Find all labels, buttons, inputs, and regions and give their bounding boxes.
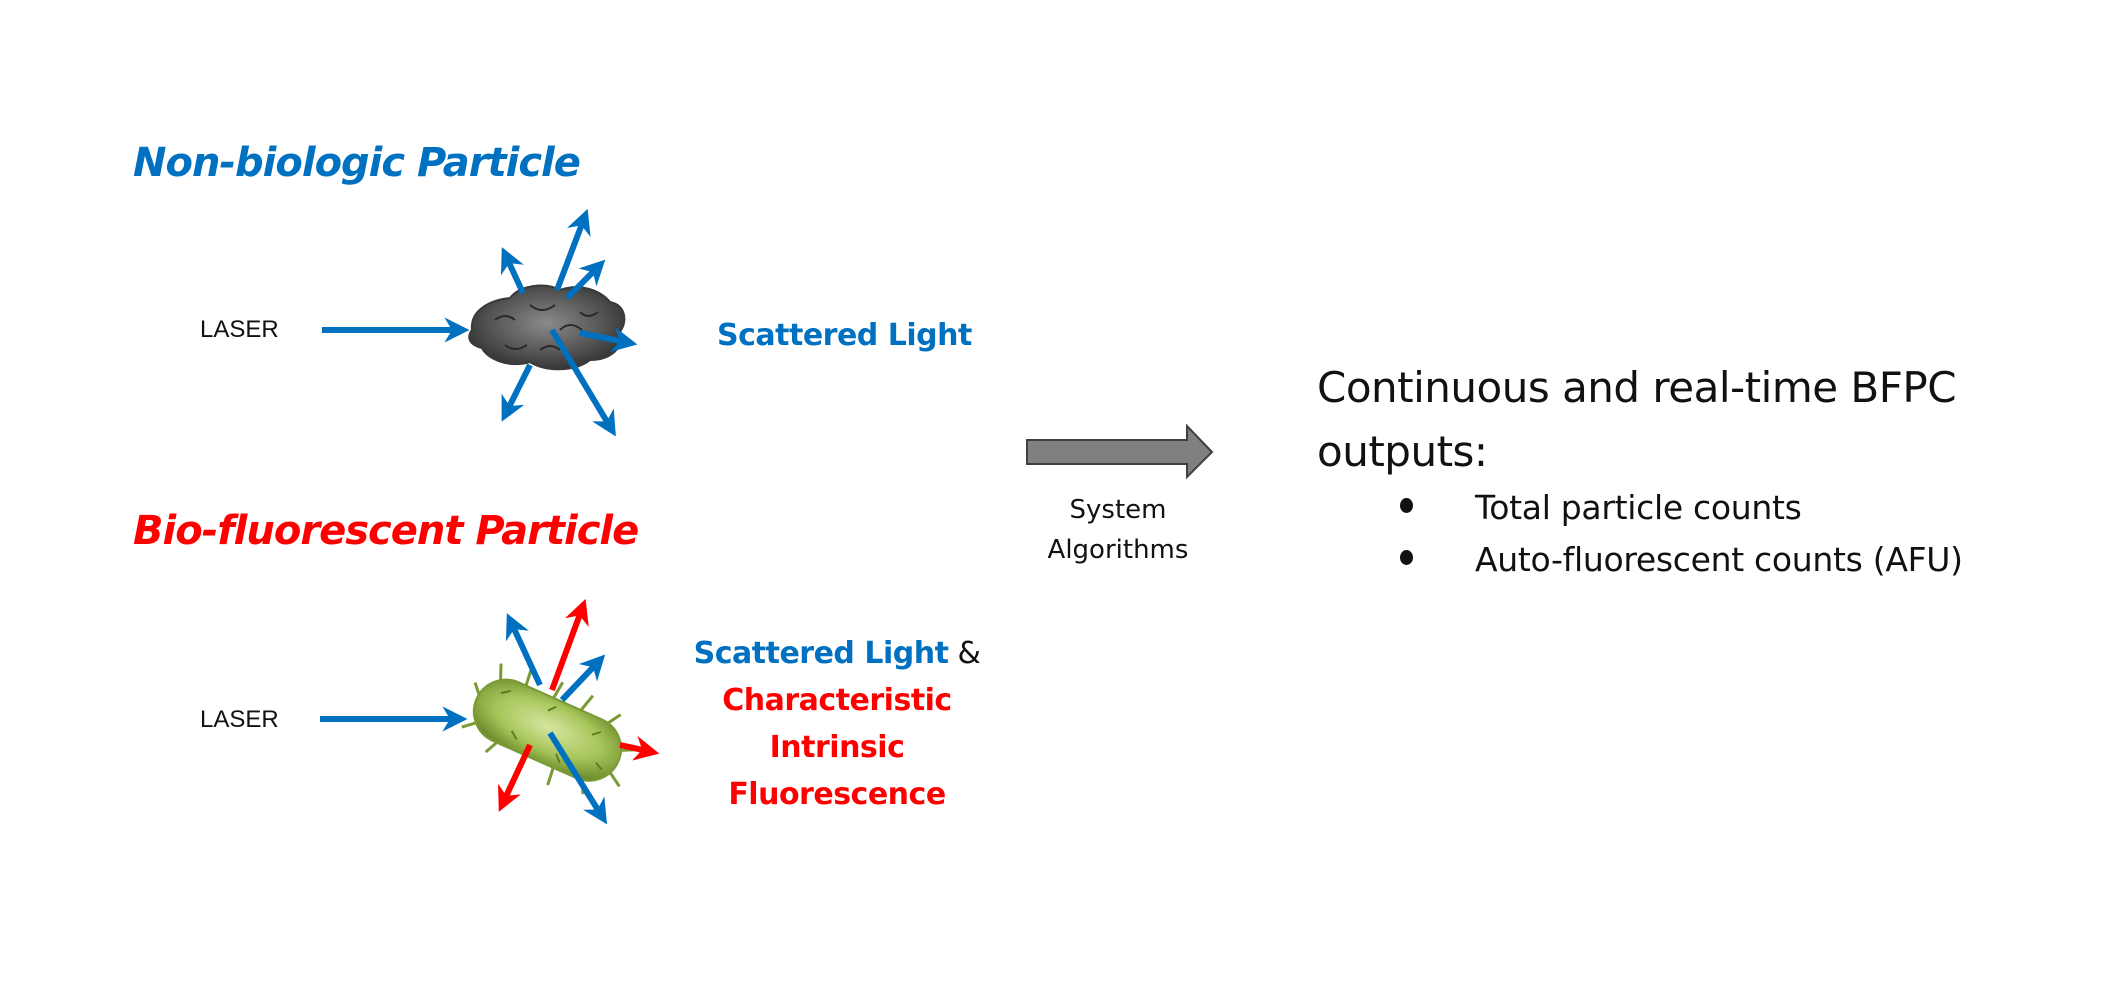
scatter-arrow-blue [559,654,606,703]
bio-output-line-characteristic: Characteristic [722,683,952,718]
scatter-arrow [564,259,606,301]
scatter-arrow-red [498,743,533,812]
scatter-arrow [500,247,526,295]
outputs-item-text: Total particle counts [1475,488,1802,527]
scatter-arrow-blue [505,613,543,687]
laser-label-bottom: LASER [200,706,279,733]
bio-output-line-fluorescence: Fluorescence [728,777,946,812]
biofluorescent-heading: Bio-fluorescent Particle [133,508,639,554]
scatter-arrow [549,328,616,437]
scatter-arrow-blue [547,731,608,825]
bio-output-line-intrinsic: Intrinsic [769,730,905,765]
scattered-light-label: Scattered Light [717,318,972,353]
nonbiologic-heading: Non-biologic Particle [133,140,581,186]
bio-output-label: Scattered Light & Characteristic Intrins… [680,630,994,818]
laser-label-top: LASER [200,316,279,343]
scatter-arrow-red [549,598,589,692]
outputs-title-line-1: Continuous and real-time BFPC [1317,363,1957,412]
system-algorithms-line-1: System [1069,495,1167,525]
outputs-title: Continuous and real-time BFPC outputs: [1317,356,1957,484]
outputs-item-text: Auto-fluorescent counts (AFU) [1475,540,1963,579]
biofluorescent-particle-icon [461,663,636,795]
scatter-arrow [501,363,533,422]
scatter-arrow-red [619,735,660,761]
scatter-arrow [579,327,638,352]
bullet-icon [1400,550,1413,565]
system-algorithms-line-2: Algorithms [1047,535,1189,565]
ampersand-text: & [948,636,981,671]
right-block-arrow-icon [1026,423,1214,480]
bio-scattered-light-text: Scattered Light [693,636,949,671]
bio-output-line-scattered: Scattered Light & [680,630,994,677]
scatter-arrows-top [500,208,638,437]
scatter-arrow [554,208,591,292]
system-algorithms-label: System Algorithms [1028,490,1208,570]
outputs-title-line-2: outputs: [1317,427,1488,476]
nonbiologic-particle-icon [468,284,626,371]
bullet-icon [1400,498,1413,513]
scatter-arrows-bottom [498,598,660,825]
